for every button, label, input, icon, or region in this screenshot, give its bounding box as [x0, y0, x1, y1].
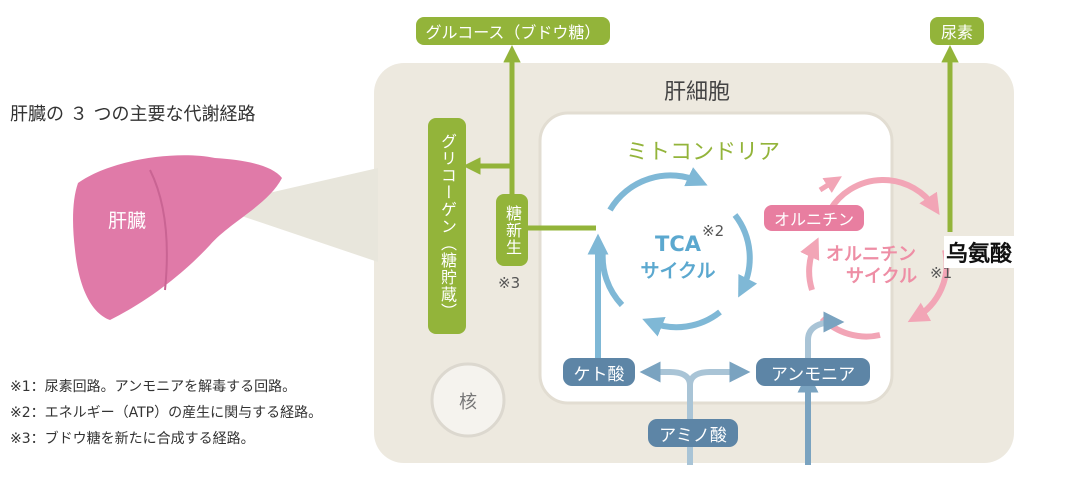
footnote-1: ※1：尿素回路。アンモニアを解毒する回路。: [10, 379, 297, 395]
ornithine-cycle-label-line2: サイクル: [846, 266, 918, 287]
ornithine-cycle-note-mark: ※1: [930, 264, 953, 282]
ketone-tag: ケト酸: [563, 358, 635, 386]
ornithine-tag: オルニチン: [764, 205, 864, 231]
diagram-heading: 肝臓の ３ つの主要な代謝経路: [10, 104, 256, 125]
ornithine-cycle-label-line1: オルニチン: [826, 244, 916, 265]
ornithine-annotation: 乌氨酸: [944, 236, 1015, 268]
tca-note-mark: ※2: [702, 222, 725, 240]
ornithine-tag-arrow: [818, 176, 842, 193]
liver-lobe-line: [149, 169, 168, 291]
tca-cycle-arc-2: [732, 213, 758, 298]
gluconeogenesis-tag: 糖新生: [496, 194, 528, 266]
tca-label-line1: TCA: [655, 232, 701, 256]
liver-label: 肝臓: [108, 210, 147, 232]
zoom-pointer: [212, 168, 378, 262]
tca-label-line2: サイクル: [640, 260, 716, 282]
ornithine-cycle-arc-4: [800, 237, 820, 291]
tca-cycle-arc-1: [607, 167, 708, 212]
mitochondria: [538, 111, 894, 405]
ammonia-to-cycle: [805, 311, 845, 360]
tca-cycle-arc-4: [599, 249, 625, 308]
cell-label: 肝細胞: [664, 80, 731, 105]
ammonia-tag: アンモニア: [756, 358, 870, 386]
gluconeogenesis-note-mark: ※3: [498, 274, 521, 292]
tca-cycle-arc-3: [642, 309, 722, 337]
amino-to-ketone: [639, 361, 693, 386]
urea-tag: 尿素: [930, 17, 984, 45]
ornithine-cycle-arc-1: [827, 176, 940, 216]
footnote-2: ※2：エネルギー（ATP）の産生に関与する経路。: [10, 405, 323, 421]
glucose-tag: グルコース（ブドウ糖）: [416, 17, 610, 45]
nucleus: [430, 362, 506, 438]
amino-acid-tag: アミノ酸: [648, 419, 738, 447]
footnote-3: ※3：ブドウ糖を新たに合成する経路。: [10, 431, 255, 447]
mitochondria-label: ミトコンドリア: [626, 140, 781, 165]
liver-shape: [73, 155, 282, 320]
glycogen-tag: グリコーゲン（糖貯蔵）: [428, 118, 466, 334]
nucleus-label: 核: [459, 392, 477, 413]
